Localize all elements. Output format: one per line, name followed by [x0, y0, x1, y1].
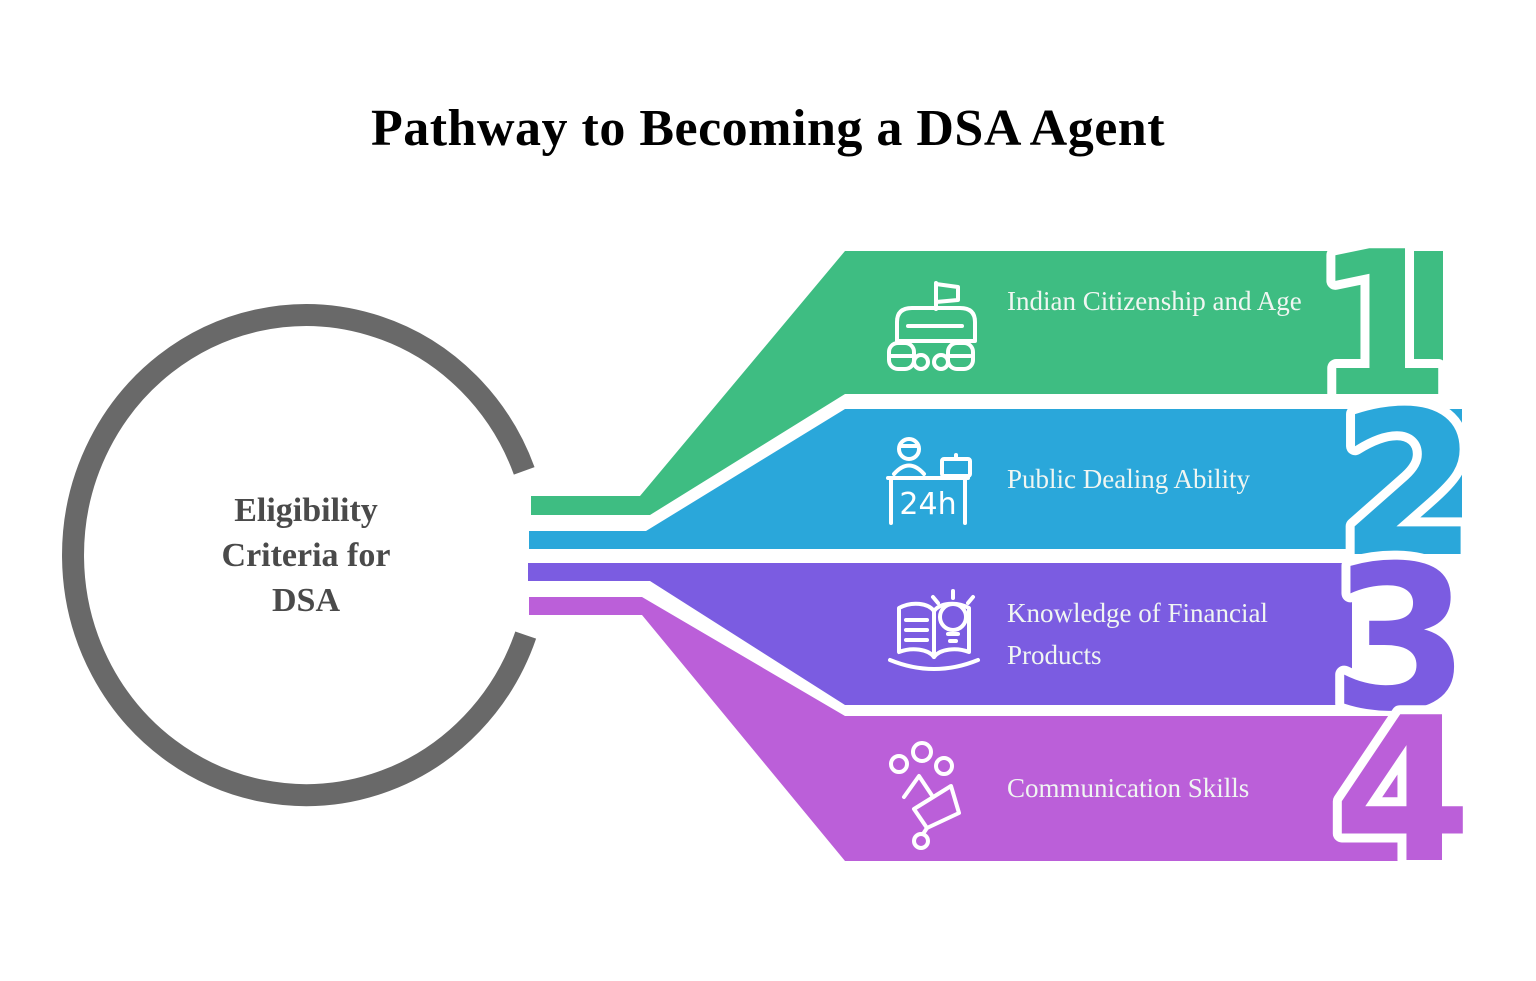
- service-desk-24h-icon: 24h: [886, 437, 972, 525]
- banner-shape-4: [529, 597, 1450, 861]
- page-title: Pathway to Becoming a DSA Agent: [370, 100, 1166, 157]
- icon-24h-label: 24h: [899, 487, 956, 522]
- banner-shape-2: [529, 409, 1462, 549]
- center-ring: [62, 304, 537, 807]
- banner-shape-3: [528, 563, 1352, 705]
- step-label-1: Indian Citizenship and Age: [1007, 286, 1302, 316]
- banner-shape-1: [531, 251, 1443, 515]
- step-label-3: Knowledge of Financial Products: [1007, 598, 1268, 670]
- book-idea-icon: [888, 589, 980, 671]
- center-circle-label: Eligibility Criteria for DSA: [221, 492, 391, 619]
- step-number-4: 4: [1333, 675, 1472, 908]
- megaphone-people-icon: [889, 741, 961, 850]
- step-number-2: 2: [1339, 369, 1478, 602]
- step-banner-2: 2 24h: [529, 360, 1487, 611]
- step-banner-4: 4: [529, 597, 1481, 917]
- step-label-2: Public Dealing Ability: [1007, 464, 1250, 494]
- step-label-4: Communication Skills: [1007, 773, 1250, 803]
- flag-monument-icon: [887, 281, 977, 371]
